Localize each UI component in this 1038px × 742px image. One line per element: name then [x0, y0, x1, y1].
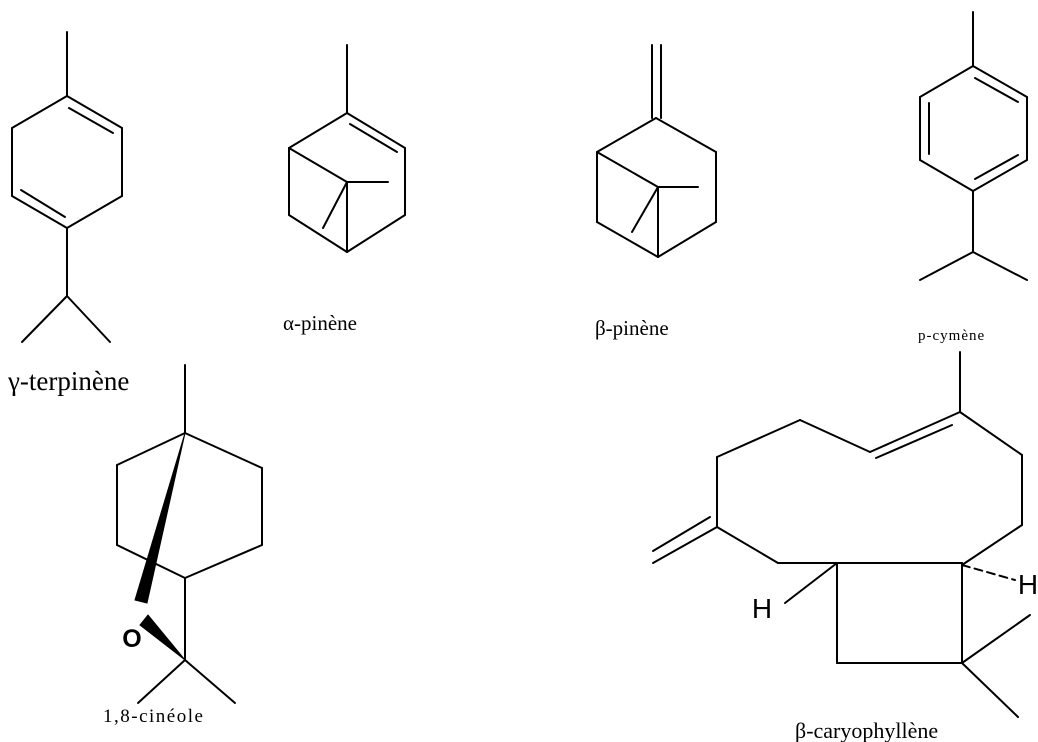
label-alpha-pinene: α-pinène — [283, 311, 357, 335]
wedge-bond-c8-o — [139, 614, 186, 661]
molecule-alpha-pinene: α-pinène — [283, 44, 406, 335]
label-p-cymene: p-cymène — [918, 328, 985, 344]
molecule-cineole: O 1,8-cinéole — [103, 364, 263, 727]
wedge-bond-c1-o — [134, 432, 186, 604]
label-beta-pinene: β-pinène — [595, 316, 669, 340]
hashed-bond — [961, 564, 1016, 581]
molecule-p-cymene: p-cymène — [918, 11, 1028, 344]
label-beta-caryophyllene: β-caryophyllène — [795, 718, 938, 742]
label-cineole: 1,8-cinéole — [103, 706, 204, 727]
molecule-gamma-terpinene: γ-terpinène — [7, 31, 129, 396]
oxygen-atom-label: O — [122, 625, 141, 653]
label-gamma-terpinene: γ-terpinène — [7, 366, 129, 396]
molecule-beta-pinene: β-pinène — [595, 44, 717, 340]
molecule-beta-caryophyllene: H H β-caryophyllène — [652, 351, 1038, 742]
hydrogen-right-label: H — [1018, 569, 1038, 600]
hydrogen-left-label: H — [752, 593, 772, 624]
